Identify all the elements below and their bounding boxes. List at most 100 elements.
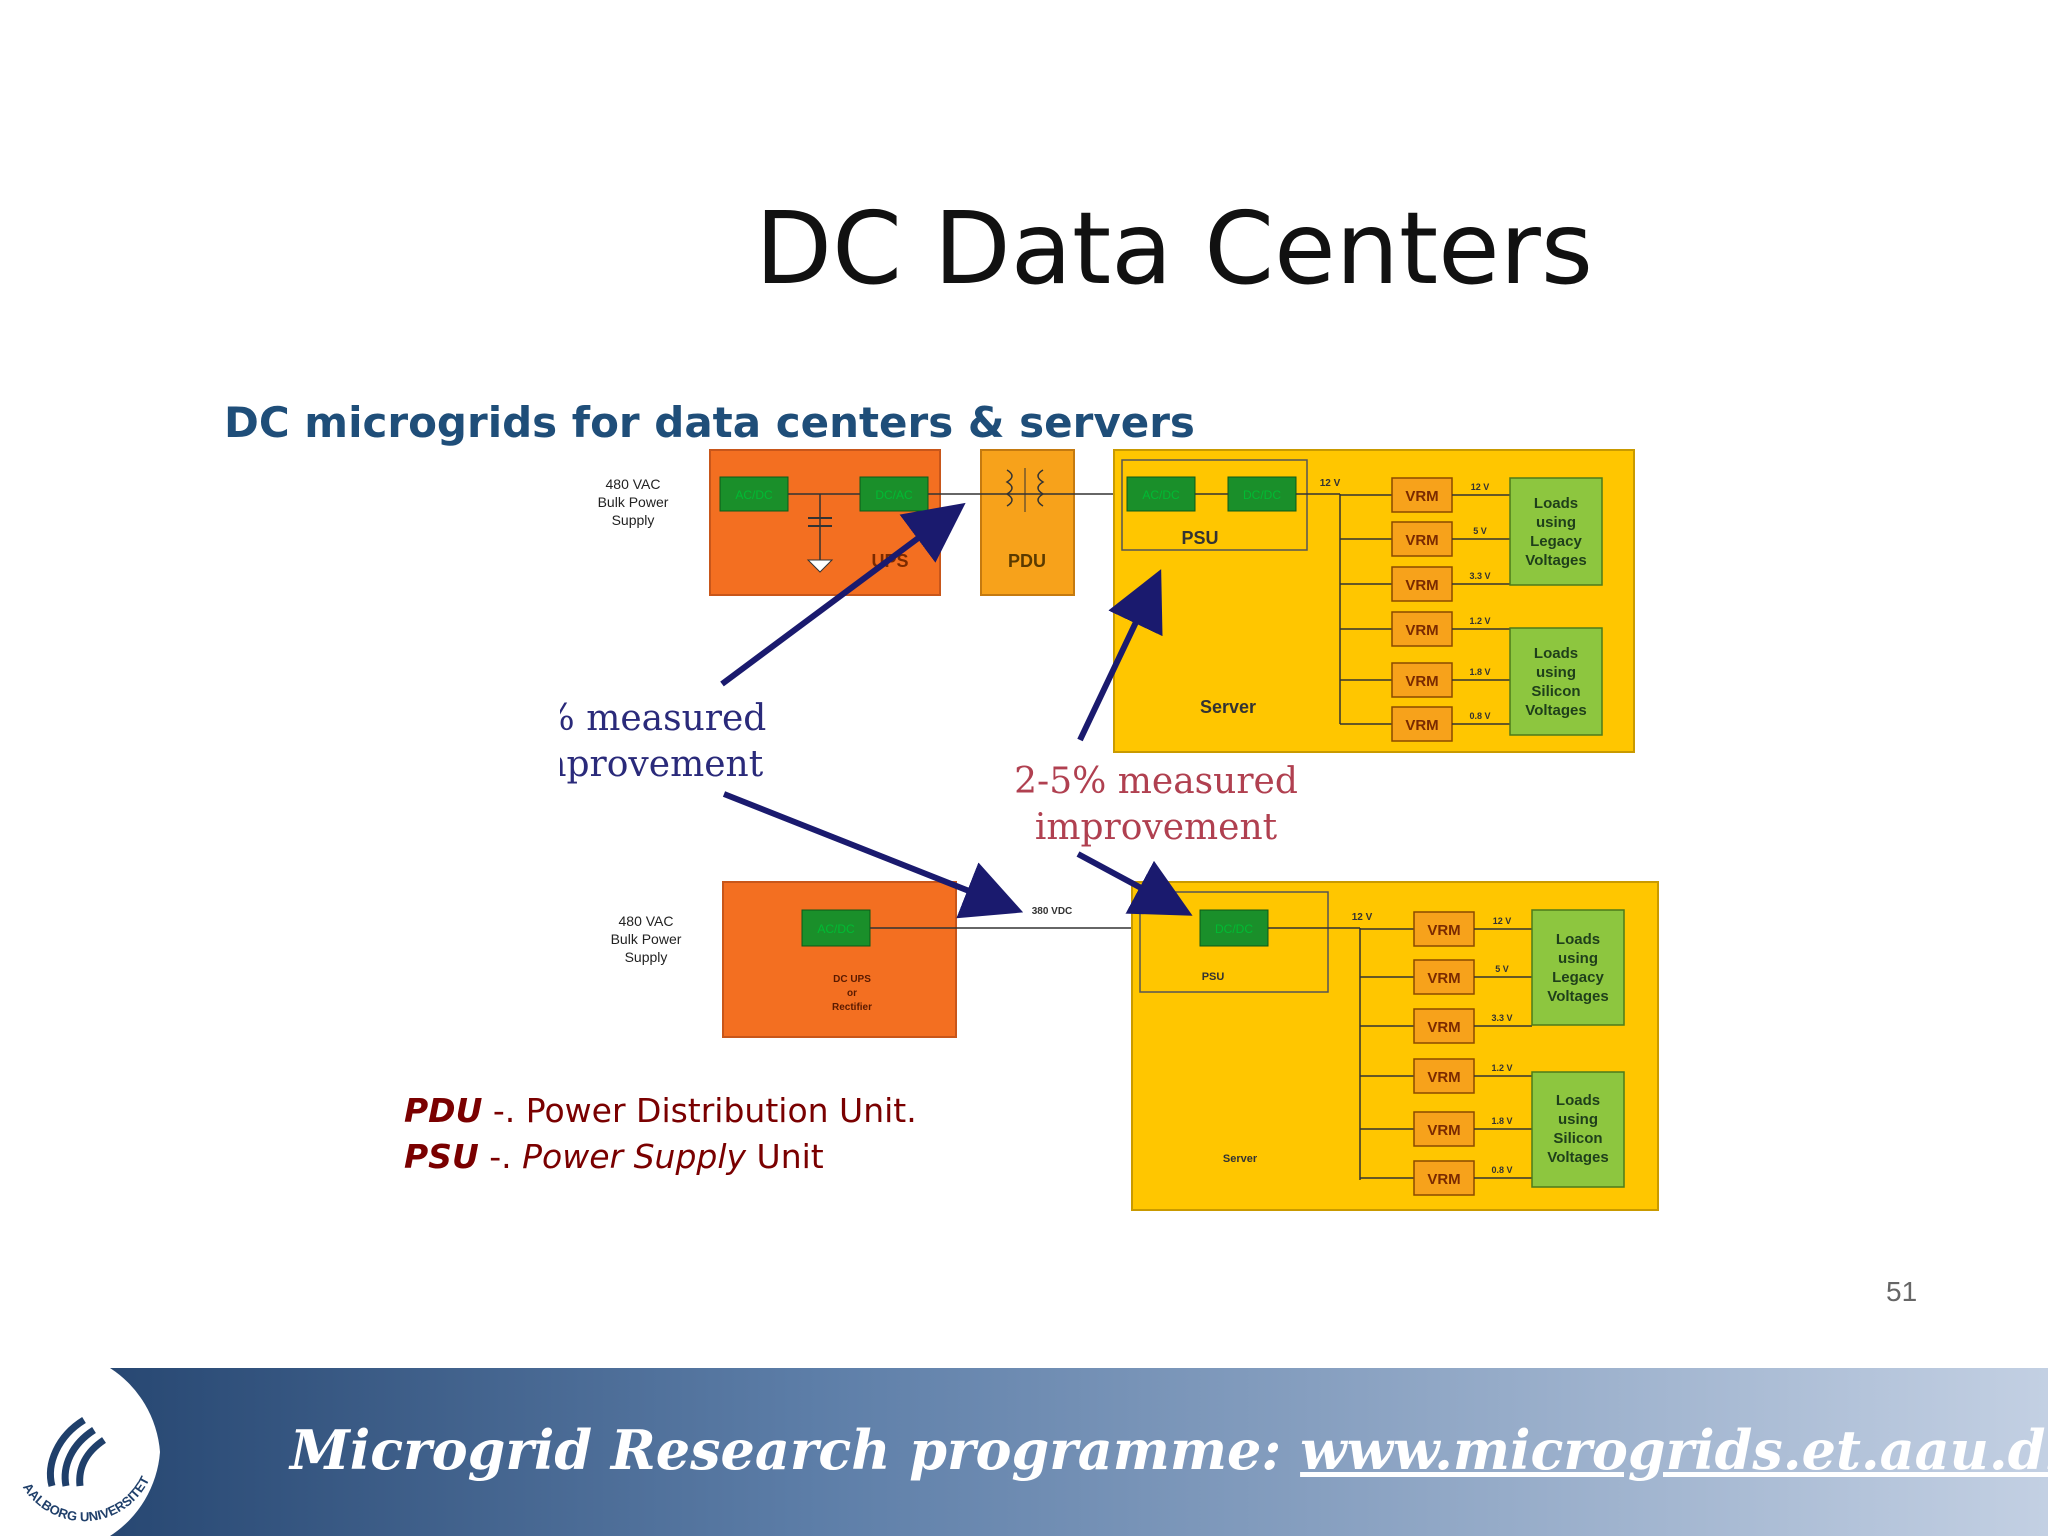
rectifier-acdc-box (801, 909, 871, 947)
dc-bus-voltage: 380 VDC (1032, 906, 1073, 917)
ups-dcac-label: DC/AC (875, 488, 913, 502)
ups-acdc-label: AC/DC (735, 488, 773, 502)
vrm-voltage-label: 5 V (1473, 526, 1487, 536)
page-title: DC Data Centers (755, 190, 1593, 307)
loads-label-line: Silicon (1553, 1130, 1602, 1147)
loads-label-line: Loads (1556, 931, 1600, 948)
ups-acdc-box (719, 476, 789, 512)
vrm-voltage-label: 1.2 V (1469, 616, 1490, 626)
loads-label-line: using (1558, 950, 1598, 967)
vrm-voltage-label: 12 V (1493, 916, 1512, 926)
top-server-label: Server (1200, 697, 1256, 717)
pdu-label: PDU (1008, 551, 1046, 571)
loads-label-line: using (1558, 1111, 1598, 1128)
vrm-voltage-label: 3.3 V (1491, 1013, 1512, 1023)
arrow-to-ups (720, 502, 966, 687)
top-psu-label: PSU (1181, 528, 1218, 548)
vrm-label: VRM (1427, 1122, 1460, 1139)
footer-label: Microgrid Research programme: (290, 1418, 1301, 1482)
annotation-left-line-1: 9% measured (560, 698, 766, 739)
rectifier-label-3: Rectifier (832, 1002, 872, 1013)
bottom-psu-dcdc-label: DC/DC (1215, 922, 1253, 936)
annotation-left-line-2: improvement (560, 744, 764, 785)
arrow-to-dc-bus (722, 791, 1024, 919)
definition-pdu-sep: -. (482, 1091, 526, 1130)
definition-psu: PSU -. Power Supply Unit (404, 1134, 917, 1180)
loads-label-line: Voltages (1547, 988, 1608, 1005)
top-psu-box (1121, 459, 1308, 551)
loads-label-line: Legacy (1552, 969, 1604, 986)
bottom-loads-silicon-box (1531, 1071, 1625, 1188)
rectifier-label-1: DC UPS (833, 974, 871, 985)
ups-box (709, 449, 941, 596)
vrm-box (1391, 477, 1453, 513)
bottom-psu-box (1139, 891, 1329, 993)
loads-label-line: Legacy (1530, 533, 1582, 550)
pdu-box (980, 449, 1075, 596)
bottom-psu-label: PSU (1202, 971, 1225, 983)
vrm-box (1413, 1058, 1475, 1094)
bottom-source-label-3: Supply (625, 949, 668, 965)
loads-label-line: Loads (1556, 1092, 1600, 1109)
aalborg-university-logo: AALBORG UNIVERSITET (0, 1368, 160, 1536)
top-loads-silicon-box (1509, 627, 1603, 736)
vrm-box (1391, 662, 1453, 698)
bottom-loads-legacy-box (1531, 909, 1625, 1026)
annotation-right-line-1: 2-5% measured (1014, 761, 1298, 802)
top-psu-dcdc-box (1227, 476, 1297, 512)
bottom-system: 480 VAC Bulk Power Supply AC/DC DC UPS o… (611, 881, 1659, 1211)
loads-label-line: Voltages (1525, 702, 1586, 719)
footer-banner (0, 1368, 2048, 1536)
top-bus-voltage: 12 V (1320, 478, 1341, 489)
vrm-label: VRM (1405, 717, 1438, 734)
annotation-right-line-2: improvement (1035, 807, 1278, 848)
vrm-voltage-label: 1.8 V (1491, 1116, 1512, 1126)
top-psu-dcdc-label: DC/DC (1243, 488, 1281, 502)
vrm-label: VRM (1405, 673, 1438, 690)
loads-label-line: Silicon (1531, 683, 1580, 700)
loads-label-line: Loads (1534, 495, 1578, 512)
definition-psu-italic: Power Supply (522, 1137, 747, 1176)
top-system: 480 VAC Bulk Power Supply AC/DC DC/AC UP… (598, 449, 1635, 753)
improvement-annotations: 9% measured improvement 2-5% measured im… (560, 502, 1298, 919)
bottom-bus-voltage: 12 V (1352, 912, 1373, 923)
loads-label-line: using (1536, 664, 1576, 681)
vrm-label: VRM (1405, 532, 1438, 549)
vrm-voltage-label: 1.8 V (1469, 667, 1490, 677)
rectifier-label-2: or (847, 988, 857, 999)
top-source-label-1: 480 VAC (606, 476, 661, 492)
vrm-box (1413, 1160, 1475, 1196)
definition-pdu-text: Power Distribution Unit. (525, 1091, 917, 1130)
definition-psu-abbr: PSU (404, 1137, 479, 1176)
bottom-server-label: Server (1223, 1153, 1258, 1165)
vrm-label: VRM (1427, 970, 1460, 987)
footer-link[interactable]: www.microgrids.et.aau.dk (1300, 1418, 2048, 1482)
rectifier-acdc-label: AC/DC (817, 922, 855, 936)
vrm-label: VRM (1427, 1069, 1460, 1086)
arrow-to-top-psu (1077, 569, 1163, 742)
vrm-label: VRM (1427, 1019, 1460, 1036)
vrm-label: VRM (1405, 622, 1438, 639)
top-source-label-3: Supply (612, 512, 655, 528)
top-psu-acdc-label: AC/DC (1142, 488, 1180, 502)
vrm-voltage-label: 3.3 V (1469, 571, 1490, 581)
vrm-label: VRM (1405, 488, 1438, 505)
rectifier-box (722, 881, 957, 1038)
vrm-box (1413, 1111, 1475, 1147)
bottom-source-label-2: Bulk Power (611, 931, 682, 947)
vrm-voltage-label: 12 V (1471, 482, 1490, 492)
top-psu-acdc-box (1126, 476, 1196, 512)
vrm-voltage-label: 0.8 V (1491, 1165, 1512, 1175)
arrow-to-bottom-psu (1076, 851, 1193, 916)
vrm-label: VRM (1427, 922, 1460, 939)
top-loads-legacy-box (1509, 477, 1603, 586)
definition-pdu: PDU -. Power Distribution Unit. (404, 1088, 917, 1134)
vrm-voltage-label: 1.2 V (1491, 1063, 1512, 1073)
dc-datacenter-diagram: 480 VAC Bulk Power Supply AC/DC DC/AC UP… (560, 449, 1659, 1211)
vrm-voltage-label: 5 V (1495, 964, 1509, 974)
loads-label-line: Voltages (1525, 552, 1586, 569)
